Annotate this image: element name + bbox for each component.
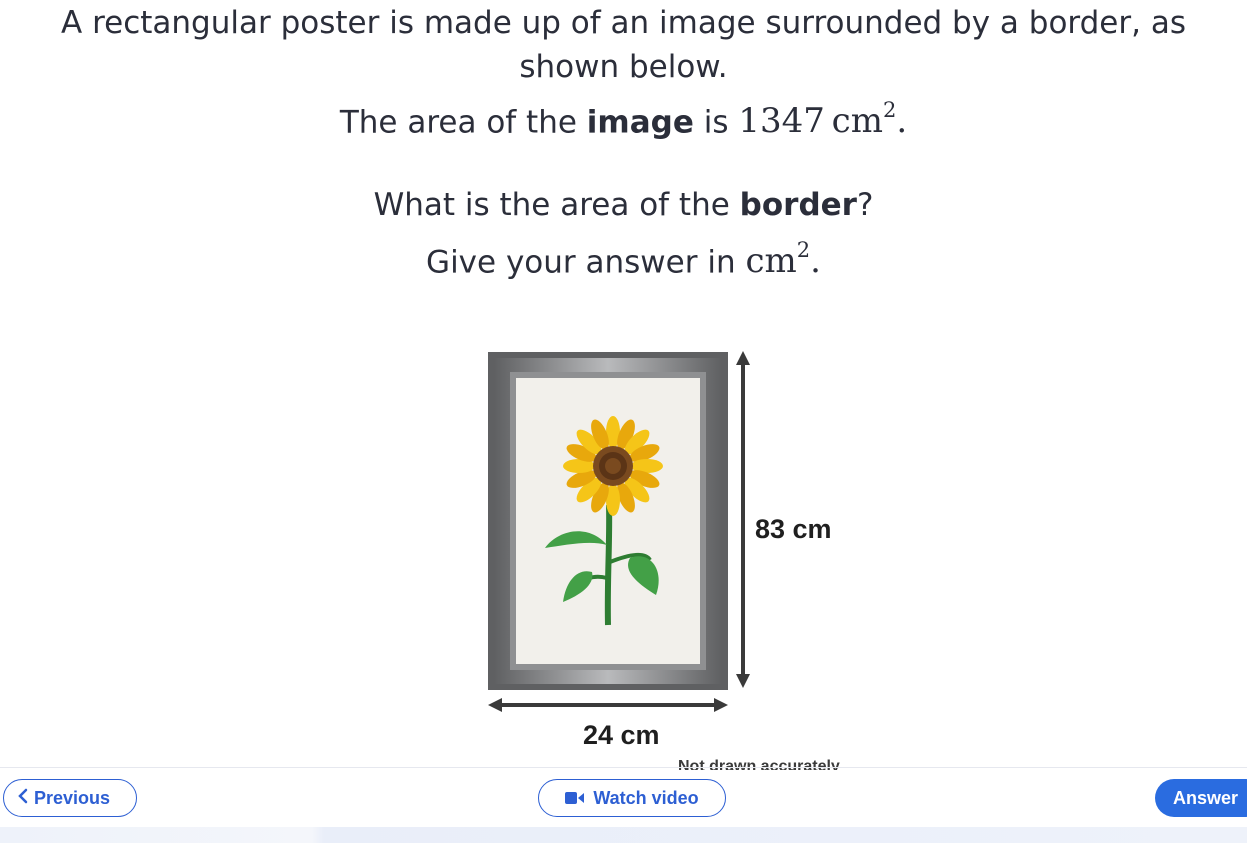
image-area-math: 1347 cm2. — [738, 98, 908, 142]
sunflower-petal — [591, 482, 609, 513]
watch-video-button[interactable]: Watch video — [538, 779, 726, 817]
sunflower-petal — [563, 459, 595, 473]
sunflower-petal — [576, 429, 602, 455]
bold-word-border: border — [739, 187, 857, 223]
sunflower-petal — [606, 484, 620, 516]
answer-button[interactable]: Answer — [1155, 779, 1247, 817]
sunflower-petal — [617, 419, 635, 450]
sunflower-petal — [566, 470, 597, 488]
answer-unit-math: cm2. — [745, 238, 821, 282]
answer-label: Answer — [1173, 787, 1239, 808]
question-line-3: The area of the image is 1347 cm2. — [339, 98, 908, 142]
height-label: 83 cm — [755, 514, 832, 544]
width-label: 24 cm — [583, 720, 660, 750]
sunflower-petal — [576, 477, 602, 503]
height-arrow — [736, 351, 750, 688]
previous-button[interactable]: Previous — [3, 779, 137, 817]
sunflower-petal — [624, 477, 650, 503]
sunflower-petal — [606, 416, 620, 448]
sunflower-petal — [617, 482, 635, 513]
width-arrow — [488, 698, 728, 712]
question-line-1: A rectangular poster is made up of an im… — [61, 5, 1186, 41]
bold-word-image: image — [586, 104, 694, 141]
bottom-strip — [0, 827, 1247, 843]
sunflower-petal — [631, 459, 663, 473]
previous-label: Previous — [34, 787, 111, 808]
sunflower-petal — [624, 429, 650, 455]
footer-divider — [0, 767, 1247, 768]
question-line-2: shown below. — [519, 49, 728, 85]
sunflower-petal — [629, 444, 660, 462]
watch-video-label: Watch video — [593, 787, 699, 808]
sunflower-petal — [566, 444, 597, 462]
poster-diagram: 83 cm 24 cm Not drawn accurately — [488, 351, 840, 770]
sunflower-image — [545, 416, 663, 626]
question-line-5: Give your answer in cm2. — [426, 238, 821, 282]
question-line-4: What is the area of the border? — [373, 187, 874, 223]
sunflower-petal — [591, 419, 609, 450]
chevron-left-icon — [18, 788, 28, 809]
sunflower-petal — [629, 470, 660, 488]
not-drawn-accurately-note: Not drawn accurately — [678, 758, 840, 770]
video-camera-icon — [565, 791, 585, 805]
